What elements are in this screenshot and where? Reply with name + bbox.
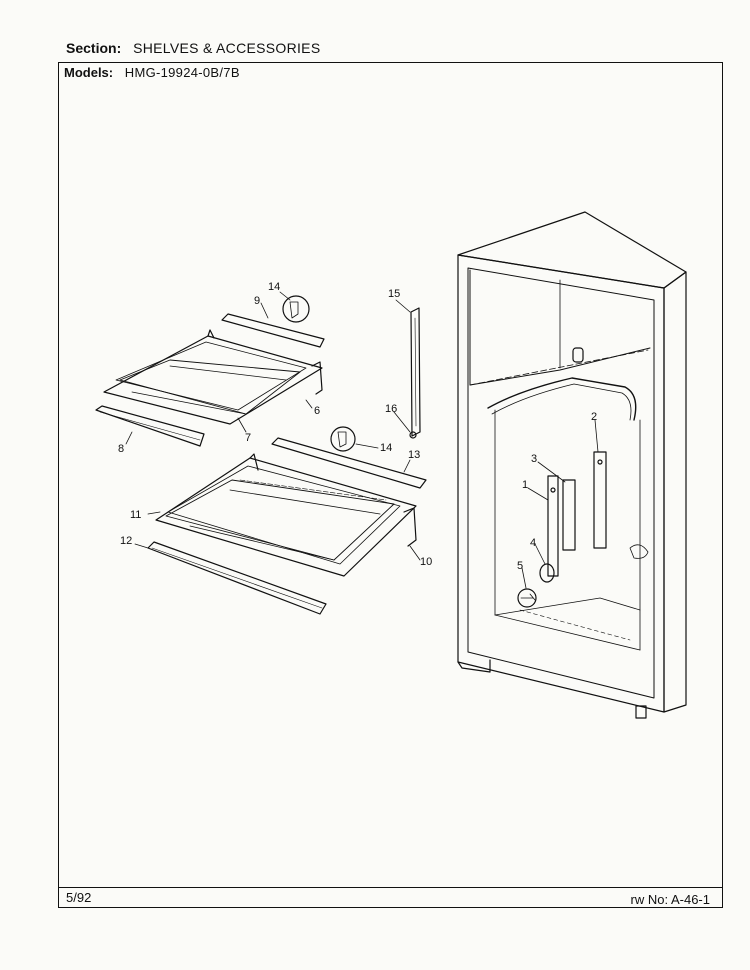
callout-1: 1 xyxy=(522,479,528,491)
upper-shelf-assembly xyxy=(95,295,325,447)
shelf-trim-part-9 xyxy=(221,313,325,348)
screw-detail-part-5 xyxy=(517,588,537,608)
cabinet-liner-opening xyxy=(467,267,655,699)
models-heading: Models: HMG-19924-0B/7B xyxy=(64,65,240,80)
shelf-front-trim-part-8 xyxy=(95,405,205,447)
cabinet-top xyxy=(457,211,687,289)
callout-8: 8 xyxy=(118,443,124,455)
callout-15: 15 xyxy=(388,288,400,300)
cabinet-front xyxy=(457,254,665,713)
callout-5: 5 xyxy=(517,560,523,572)
rail-part-15 xyxy=(410,307,421,437)
drawing-number: rw No: A-46-1 xyxy=(630,892,710,907)
clip-detail-part-14a xyxy=(282,295,310,323)
leader-lines xyxy=(125,291,599,589)
callout-14a: 14 xyxy=(268,281,280,293)
shelf-support-3 xyxy=(562,479,576,551)
callout-16: 16 xyxy=(385,403,397,415)
shelf-support-2 xyxy=(593,451,607,549)
callout-4: 4 xyxy=(530,537,536,549)
refrigerator-cabinet xyxy=(457,211,687,719)
section-value: SHELVES & ACCESSORIES xyxy=(133,40,321,56)
callout-6: 6 xyxy=(314,405,320,417)
section-heading: Section: SHELVES & ACCESSORIES xyxy=(66,40,320,56)
callout-7: 7 xyxy=(245,432,251,444)
footer-divider xyxy=(58,887,723,888)
models-label: Models: xyxy=(64,65,114,80)
shelf-frame-part-6 xyxy=(103,335,323,425)
revision-date: 5/92 xyxy=(66,890,92,905)
door-rail-assembly xyxy=(409,307,421,439)
roller-part-4 xyxy=(539,563,555,583)
cabinet-base xyxy=(457,659,491,673)
clip-detail-part-14b xyxy=(330,426,356,452)
lower-shelf-assembly xyxy=(147,426,427,615)
callout-2: 2 xyxy=(591,411,597,423)
freezer-compartment xyxy=(469,269,651,386)
callout-14b: 14 xyxy=(380,442,392,454)
cabinet-floor xyxy=(494,597,641,616)
callout-9: 9 xyxy=(254,295,260,307)
shelf-glass-part-7 xyxy=(119,359,301,415)
callout-3: 3 xyxy=(531,453,537,465)
callouts: 1 2 3 4 5 6 7 8 9 10 11 12 13 14 14 15 1… xyxy=(118,281,597,572)
pin-part-16 xyxy=(409,431,417,439)
callout-11: 11 xyxy=(130,509,141,521)
shelf-trim-part-13 xyxy=(271,437,427,489)
freezer-divider xyxy=(487,377,637,421)
cabinet-side xyxy=(663,271,687,713)
control-knob xyxy=(572,347,584,363)
models-value: HMG-19924-0B/7B xyxy=(124,65,240,80)
cabinet-foot xyxy=(635,705,647,719)
callout-10: 10 xyxy=(420,556,432,568)
shelf-frame-part-10 xyxy=(155,457,417,577)
callout-13: 13 xyxy=(408,449,420,461)
callout-12: 12 xyxy=(120,535,132,547)
shelf-support-1 xyxy=(547,475,559,577)
diagram-frame xyxy=(58,62,723,908)
section-label: Section: xyxy=(66,40,122,56)
shelf-glass-part-11 xyxy=(165,479,395,561)
shelf-front-trim-part-12 xyxy=(147,541,327,615)
